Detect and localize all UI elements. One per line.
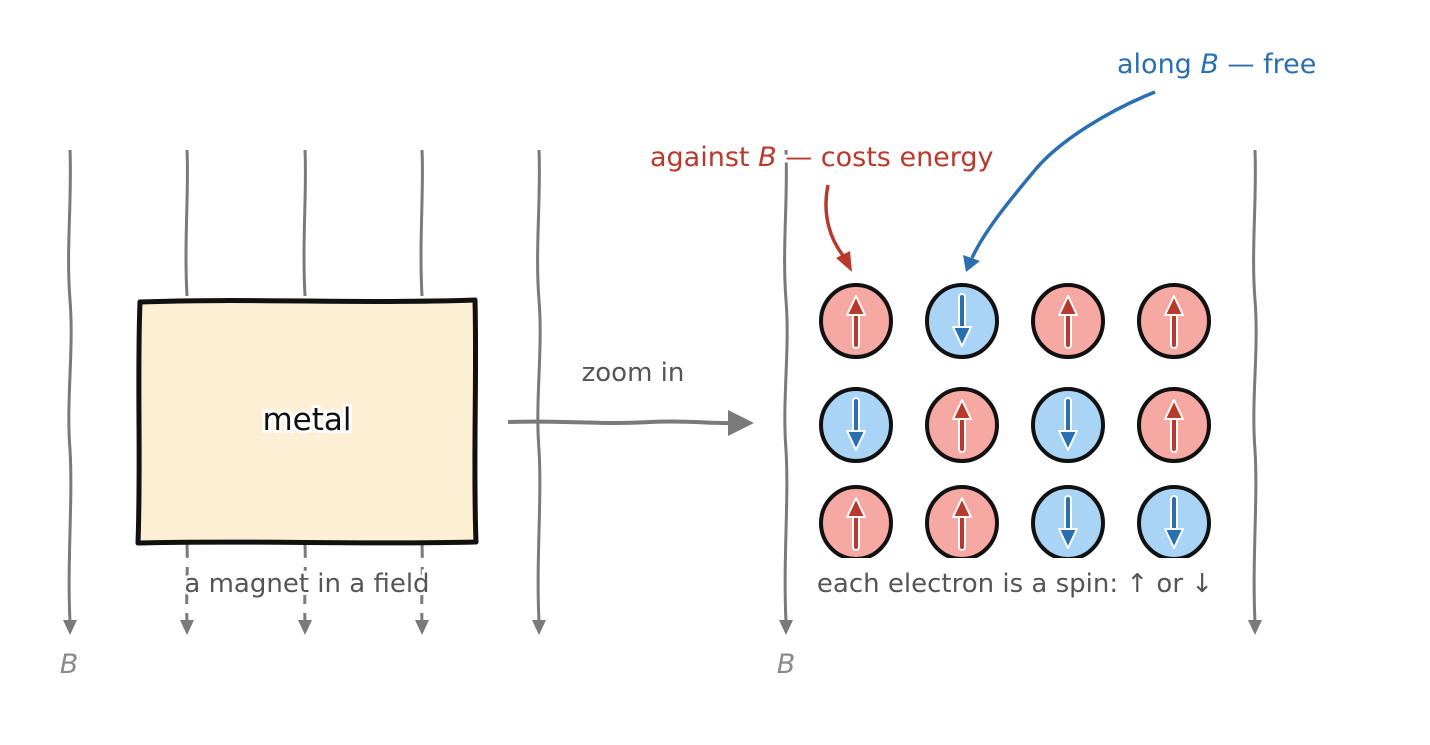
- along-pointer-head: [963, 255, 980, 272]
- against-pointer-head: [836, 251, 852, 272]
- along-suffix: — free: [1219, 49, 1316, 80]
- metal-label: metal: [262, 402, 351, 438]
- field-line-arrowhead: [180, 620, 194, 635]
- spin-caption: each electron is a spin: ↑ or ↓: [817, 569, 1213, 599]
- field-label-left: B: [60, 649, 79, 680]
- field-line: [1252, 149, 1258, 623]
- against-prefix: against: [650, 142, 758, 173]
- field-label-right: B: [777, 649, 796, 680]
- field-line-arrowhead: [1248, 620, 1262, 635]
- along-prefix: along: [1117, 49, 1200, 80]
- spin-grid: [819, 283, 1211, 558]
- zoom-arrowhead: [728, 410, 754, 436]
- spin-up: [925, 387, 999, 463]
- zoom-arrow: [507, 419, 736, 426]
- spin-down-arrowhead: [952, 326, 972, 347]
- spin-up-arrowhead: [952, 399, 972, 420]
- spin-down: [1137, 485, 1211, 558]
- spin-up: [1137, 387, 1211, 463]
- field-line-arrowhead: [415, 620, 429, 635]
- spin-up: [1031, 283, 1105, 359]
- along-b: B: [1200, 49, 1219, 80]
- spin-down-arrowhead: [1058, 528, 1078, 549]
- spin-up-arrowhead: [1058, 295, 1078, 316]
- field-line: [420, 543, 424, 623]
- field-line: [185, 543, 189, 623]
- zoom-label: zoom in: [582, 358, 685, 388]
- spin-down: [925, 283, 999, 359]
- left-field-lines: [63, 149, 546, 635]
- against-b: B: [758, 142, 777, 173]
- spin-up: [819, 485, 893, 558]
- right-field-lines: [779, 149, 1262, 635]
- spin-down: [1031, 485, 1105, 558]
- spin-up: [925, 485, 999, 558]
- spin-up: [819, 283, 893, 359]
- spin-down-arrowhead: [1164, 528, 1184, 549]
- spin-down-arrowhead: [846, 430, 866, 451]
- along-pointer: [970, 90, 1156, 259]
- spin-up-arrowhead: [1164, 295, 1184, 316]
- field-line: [67, 149, 73, 623]
- field-line: [419, 149, 424, 297]
- spin-up-arrowhead: [846, 295, 866, 316]
- field-line-arrowhead: [532, 620, 546, 635]
- field-line-arrowhead: [298, 620, 312, 635]
- spin-up: [1137, 283, 1211, 359]
- against-pointer: [824, 184, 847, 260]
- field-line-arrowhead: [63, 620, 77, 635]
- magnet-caption: a magnet in a field: [184, 569, 429, 599]
- field-line-arrowhead: [779, 620, 793, 635]
- spin-up-arrowhead: [952, 497, 972, 518]
- field-line: [184, 149, 189, 297]
- along-annotation: along B — free: [1117, 49, 1316, 80]
- metal-block: [135, 297, 479, 546]
- spin-up-arrowhead: [846, 497, 866, 518]
- spin-down-arrowhead: [1058, 430, 1078, 451]
- spin-down: [819, 387, 893, 463]
- spin-down: [1031, 387, 1105, 463]
- against-suffix: — costs energy: [777, 142, 994, 173]
- spin-up-arrowhead: [1164, 399, 1184, 420]
- against-annotation: against B — costs energy: [650, 142, 994, 173]
- field-line: [536, 149, 542, 623]
- field-line: [302, 149, 307, 297]
- field-line: [303, 543, 307, 623]
- field-line: [783, 149, 789, 623]
